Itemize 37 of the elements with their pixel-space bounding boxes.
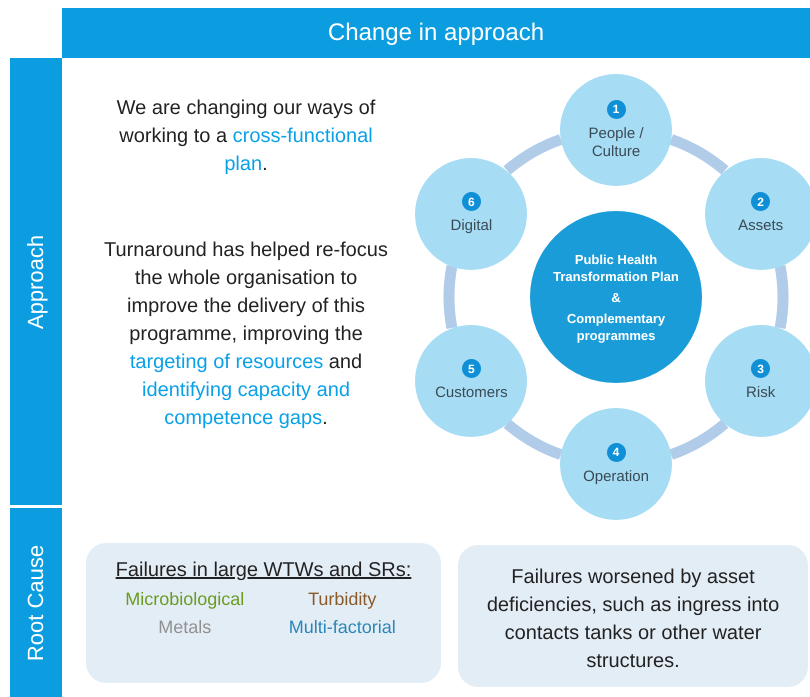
category-label: Microbiological	[124, 588, 246, 611]
number-badge: 3	[751, 359, 770, 378]
paragraph: Turnaround has helped re-focus the whole organisation to improve the delivery of this programme, improving the targeting of resources and identifying capacity and competence gaps.	[103, 238, 389, 431]
header-band	[62, 8, 810, 58]
category-label: Turbidity	[307, 588, 378, 611]
center-text: &	[611, 288, 621, 306]
number-badge: 4	[606, 442, 626, 462]
circle-label: Digital	[450, 217, 492, 235]
info-card	[458, 545, 808, 687]
info-card	[86, 543, 441, 683]
number-badge: 2	[751, 192, 770, 211]
paragraph: We are changing our ways of working to a cross-functional plan.	[116, 96, 376, 177]
circle-label: People / Culture	[587, 124, 645, 160]
card-heading: Failures in large WTWs and SRs:	[114, 558, 412, 583]
ring-connector	[504, 134, 563, 175]
header-title: Change in approach	[328, 19, 544, 47]
ring-connector	[669, 134, 728, 175]
category-label: Metals	[157, 616, 212, 639]
card-text: Failures worsened by asset deficiencies, such as ingress into contacts tanks or other water structures.	[486, 565, 780, 674]
ring-connector	[774, 265, 788, 329]
center-text: Complementary programmes	[566, 310, 666, 344]
category-label: Multi-factorial	[288, 616, 397, 639]
number-badge: 5	[462, 359, 481, 378]
number-badge: 6	[462, 192, 481, 211]
ring-connector	[669, 419, 728, 460]
circle-label: Assets	[738, 217, 784, 235]
center-text: Public Health Transformation Plan	[552, 250, 680, 284]
number-badge: 1	[606, 100, 626, 118]
ring-connector	[444, 265, 458, 329]
circle-label: Customers	[435, 384, 508, 402]
ring-connector	[504, 419, 563, 460]
side-label: Root Cause	[23, 544, 49, 661]
side-band	[10, 58, 62, 505]
side-band	[10, 508, 62, 697]
circle-label: Operation	[583, 468, 649, 486]
circle-label: Risk	[746, 384, 776, 402]
side-label: Approach	[23, 234, 49, 329]
